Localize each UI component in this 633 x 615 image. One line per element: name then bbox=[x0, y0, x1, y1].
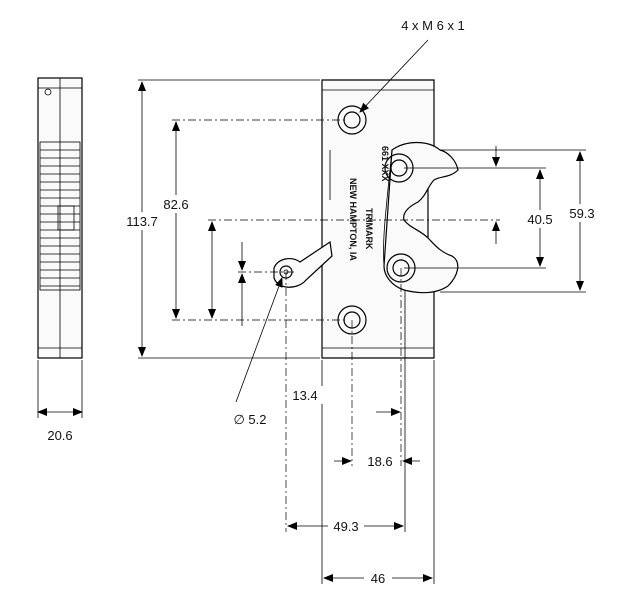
pivot-hole-diameter-label: ∅ 5.2 bbox=[233, 412, 266, 427]
overall-width-label: 46 bbox=[371, 571, 385, 586]
marking-part-code: 661 XXX bbox=[380, 146, 390, 182]
thread-spec-label: 4 x M 6 x 1 bbox=[401, 18, 465, 33]
marking-line1: TRIMARK bbox=[364, 208, 374, 250]
overall-height-label: 113.7 bbox=[126, 214, 158, 229]
hole-spacing-vertical-label: 82.6 bbox=[163, 197, 188, 212]
side-view-spring bbox=[39, 141, 81, 291]
side-view: 20.6 bbox=[37, 77, 83, 443]
pivot-to-jaw-label: 49.3 bbox=[333, 519, 358, 534]
jaw-span-label: 59.3 bbox=[569, 206, 594, 221]
hole-spacing-horizontal-label: 18.6 bbox=[367, 454, 392, 469]
front-view: TRIMARK NEW HAMPTON, IA 661 XXX bbox=[273, 79, 459, 359]
dimensions: 113.7 82.6 59.3 40.5 4 x M 6 x 1 ∅ 5.2 1… bbox=[122, 18, 600, 586]
side-thickness-label: 20.6 bbox=[47, 428, 72, 443]
side-view-hole bbox=[44, 88, 52, 96]
pivot-offset-label: 13.4 bbox=[292, 388, 317, 403]
jaw-opening-label: 40.5 bbox=[527, 212, 552, 227]
